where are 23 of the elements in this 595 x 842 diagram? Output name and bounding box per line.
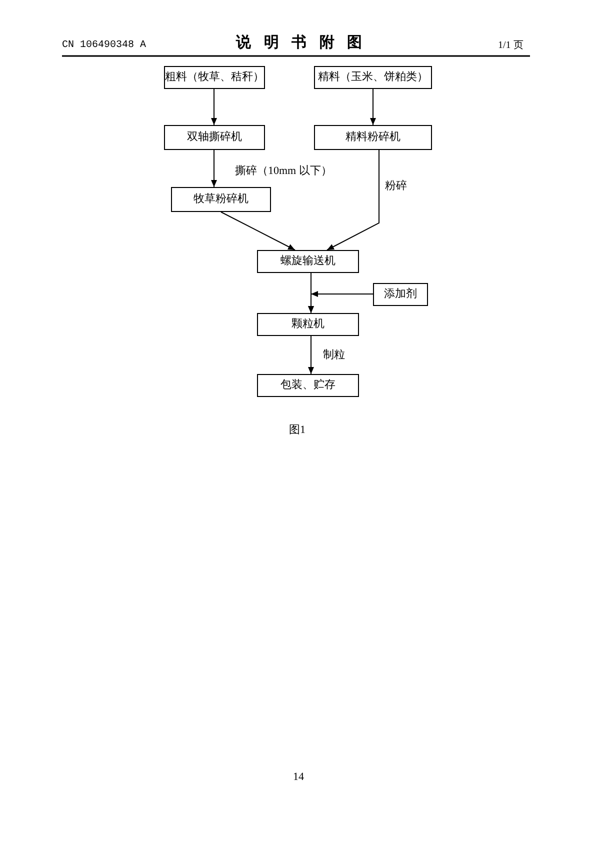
process-box: 牧草粉碎机 [171, 187, 271, 212]
header-text: 1/1 页 [498, 40, 524, 51]
edge-label: 制粒 [322, 349, 346, 362]
page-number: 14 [293, 771, 304, 784]
arrow [211, 88, 217, 126]
process-box: 双轴撕碎机 [164, 125, 265, 150]
page-heading: 说明书附图 [236, 35, 375, 52]
arrow [326, 150, 380, 250]
edge-label: 粉碎 [384, 180, 408, 192]
figure-caption: 图1 [289, 424, 306, 436]
process-box: 添加剂 [373, 283, 428, 306]
arrow [308, 336, 314, 374]
arrow [308, 291, 374, 314]
process-box: 精料（玉米、饼粕类） [314, 66, 432, 89]
header-text: CN 106490348 A [62, 40, 146, 51]
process-box: 包装、贮存 [257, 374, 359, 397]
arrow [370, 88, 376, 126]
arrow [211, 150, 217, 188]
process-box: 粗料（牧草、秸秆） [164, 66, 265, 89]
process-box: 颗粒机 [257, 313, 359, 336]
process-box: 螺旋输送机 [257, 250, 359, 273]
process-box: 精料粉碎机 [314, 125, 432, 150]
arrow [220, 212, 296, 250]
